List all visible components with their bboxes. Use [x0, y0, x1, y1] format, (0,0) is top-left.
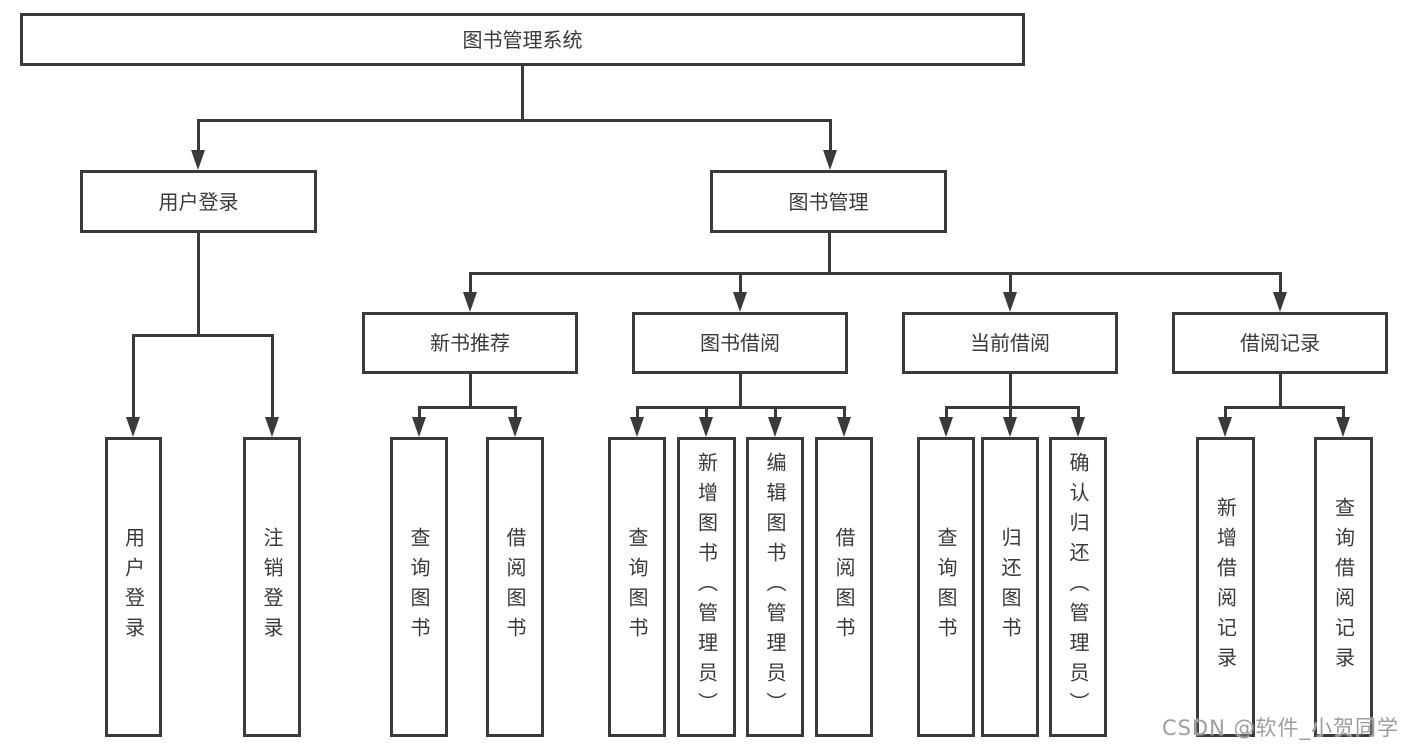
node-label: 图书借阅: [700, 331, 780, 355]
connector-line: [1008, 273, 1012, 294]
node-borrow-book-1: 借阅图书: [486, 437, 544, 737]
connector-line: [828, 120, 832, 152]
connector-arrowhead-icon: [1071, 417, 1085, 437]
connector-line: [635, 407, 639, 419]
connector-arrowhead-icon: [412, 417, 426, 437]
watermark: CSDN @软件_小贺同学: [1161, 716, 1399, 740]
node-new-book-rec: 新书推荐: [362, 312, 578, 374]
connector-arrowhead-icon: [508, 417, 522, 437]
node-label: 新增图书（管理员）: [694, 452, 719, 722]
node-label: 图书管理: [788, 189, 869, 214]
node-label: 编辑图书（管理员）: [763, 452, 787, 722]
connector-line: [842, 407, 846, 419]
node-root: 图书管理系统: [20, 13, 1025, 66]
connector-arrowhead-icon: [126, 417, 140, 437]
connector-line: [468, 273, 472, 294]
node-label: 新增借阅记录: [1213, 497, 1238, 677]
connector-line: [520, 66, 524, 120]
connector-line: [738, 374, 742, 407]
node-borrow-book-2: 借阅图书: [815, 437, 873, 737]
connector-line: [1341, 407, 1345, 419]
node-return-book: 归还图书: [981, 437, 1039, 737]
connector-line: [1076, 407, 1080, 419]
connector-line: [196, 120, 200, 152]
connector-arrowhead-icon: [1003, 417, 1017, 437]
connector-arrowhead-icon: [463, 292, 477, 312]
connector-arrowhead-icon: [191, 150, 205, 170]
connector-arrowhead-icon: [823, 150, 837, 170]
connector-line: [635, 405, 846, 409]
connector-arrowhead-icon: [1003, 292, 1017, 312]
node-logout: 注销登录: [243, 437, 301, 737]
node-user-login: 用户登录: [80, 170, 317, 233]
node-label: 查询图书: [407, 527, 431, 647]
connector-line: [704, 407, 708, 419]
connector-line: [270, 335, 274, 419]
connector-arrowhead-icon: [699, 417, 713, 437]
connector-line: [468, 374, 472, 407]
node-label: 当前借阅: [970, 331, 1050, 355]
connector-line: [417, 407, 421, 419]
node-book-borrow: 图书借阅: [632, 312, 848, 374]
node-query-borrow-record: 查询借阅记录: [1314, 437, 1373, 737]
connector-line: [196, 233, 200, 335]
node-label: 借阅图书: [832, 527, 856, 647]
node-label: 图书管理系统: [462, 27, 583, 52]
connector-line: [1008, 374, 1012, 407]
node-label: 借阅图书: [503, 527, 527, 647]
connector-arrowhead-icon: [630, 417, 644, 437]
connector-arrowhead-icon: [733, 292, 747, 312]
connector-line: [1008, 407, 1012, 419]
connector-line: [944, 407, 948, 419]
node-label: 归还图书: [998, 527, 1022, 647]
connector-arrowhead-icon: [1273, 292, 1287, 312]
connector-arrowhead-icon: [837, 417, 851, 437]
node-label: 查询图书: [934, 527, 958, 647]
node-label: 用户登录: [158, 189, 239, 214]
node-label: 借阅记录: [1240, 331, 1320, 355]
connector-arrowhead-icon: [265, 417, 279, 437]
node-label: 查询图书: [625, 527, 649, 647]
connector-arrowhead-icon: [939, 417, 953, 437]
node-label: 查询借阅记录: [1331, 497, 1356, 677]
node-label: 注销登录: [260, 527, 284, 647]
connector-line: [513, 407, 517, 419]
connector-line: [1278, 273, 1282, 294]
connector-line: [1278, 374, 1282, 407]
node-book-mgmt: 图书管理: [710, 170, 947, 233]
node-confirm-return-admin: 确认归还（管理员）: [1049, 437, 1107, 737]
node-borrow-records: 借阅记录: [1172, 312, 1388, 374]
node-query-book-2: 查询图书: [608, 437, 666, 737]
connector-line: [738, 273, 742, 294]
node-label: 用户登录: [121, 527, 146, 647]
connector-line: [773, 407, 777, 419]
connector-line: [827, 233, 831, 273]
connector-arrowhead-icon: [1218, 417, 1232, 437]
node-label: 确认归还（管理员）: [1066, 452, 1090, 722]
node-query-book-3: 查询图书: [917, 437, 975, 737]
node-add-borrow-record: 新增借阅记录: [1196, 437, 1255, 737]
connector-line: [468, 271, 1282, 275]
node-login: 用户登录: [105, 437, 162, 737]
connector-line: [1223, 405, 1345, 409]
connector-line: [196, 118, 832, 122]
node-current-borrow: 当前借阅: [902, 312, 1118, 374]
connector-arrowhead-icon: [768, 417, 782, 437]
node-label: 新书推荐: [430, 331, 510, 355]
node-query-book-1: 查询图书: [390, 437, 448, 737]
connector-arrowhead-icon: [1336, 417, 1350, 437]
node-edit-book-admin: 编辑图书（管理员）: [746, 437, 804, 737]
connector-line: [131, 335, 135, 419]
connector-line: [417, 405, 517, 409]
connector-line: [1223, 407, 1227, 419]
connector-line: [944, 405, 1080, 409]
connector-line: [131, 333, 274, 337]
node-add-book-admin: 新增图书（管理员）: [677, 437, 736, 737]
